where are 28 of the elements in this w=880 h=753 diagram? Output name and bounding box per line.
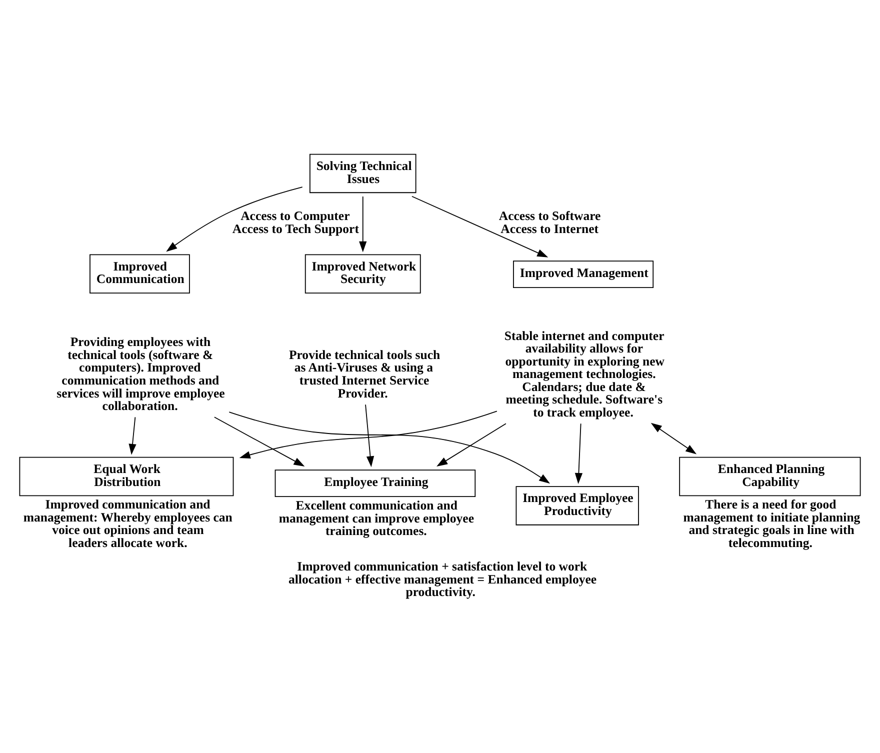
node-box: Equal Work Distribution xyxy=(19,456,234,496)
arrow xyxy=(359,196,367,252)
arrow xyxy=(214,416,305,466)
node-box: Employee Training xyxy=(274,469,476,497)
arrow xyxy=(574,422,583,484)
arrow xyxy=(436,422,506,466)
node-label: There is a need for good management to initiate planning and strategic goals in line with telecommuting. xyxy=(683,497,860,550)
node-box: Improved Communication xyxy=(90,254,190,293)
edge-label: Access to Software Access to Internet xyxy=(498,208,601,236)
arrow xyxy=(128,416,136,454)
node-box: Improved Employee Productivity xyxy=(516,486,639,525)
node-box: Improved Management xyxy=(513,260,654,288)
arrow xyxy=(228,411,550,484)
node-text: Providing employees with technical tools (software & computers). Improved communication methods and services will improve employee collaboration. xyxy=(56,334,225,413)
arrow xyxy=(166,186,303,252)
arrow xyxy=(239,410,498,458)
arrow xyxy=(650,422,697,454)
node-box: Enhanced Planning Capability xyxy=(679,456,861,496)
arrow xyxy=(412,195,548,257)
node-box: Solving Technical Issues xyxy=(309,153,416,193)
node-label: Improved communication and management: Whereby employees can voice out opinions and team leaders allocate work. xyxy=(23,497,232,550)
node-label: Excellent communication and management can improve employee training outcomes. xyxy=(278,498,474,538)
caption: Improved communication + satisfaction level to work allocation + effective management = Enhanced employee productivity. xyxy=(288,559,597,599)
arrow xyxy=(365,404,374,467)
node-text: Stable internet and computer availability allows for opportunity in exploring new management technologies. Calendars; due date & meeting schedule. Software's to track employee. xyxy=(504,328,665,419)
edge-label: Access to Computer Access to Tech Support xyxy=(232,208,359,236)
node-box: Improved Network Security xyxy=(304,254,421,293)
node-text: Provide technical tools such as Anti-Viruses & using a trusted Internet Service Provider. xyxy=(288,347,440,400)
